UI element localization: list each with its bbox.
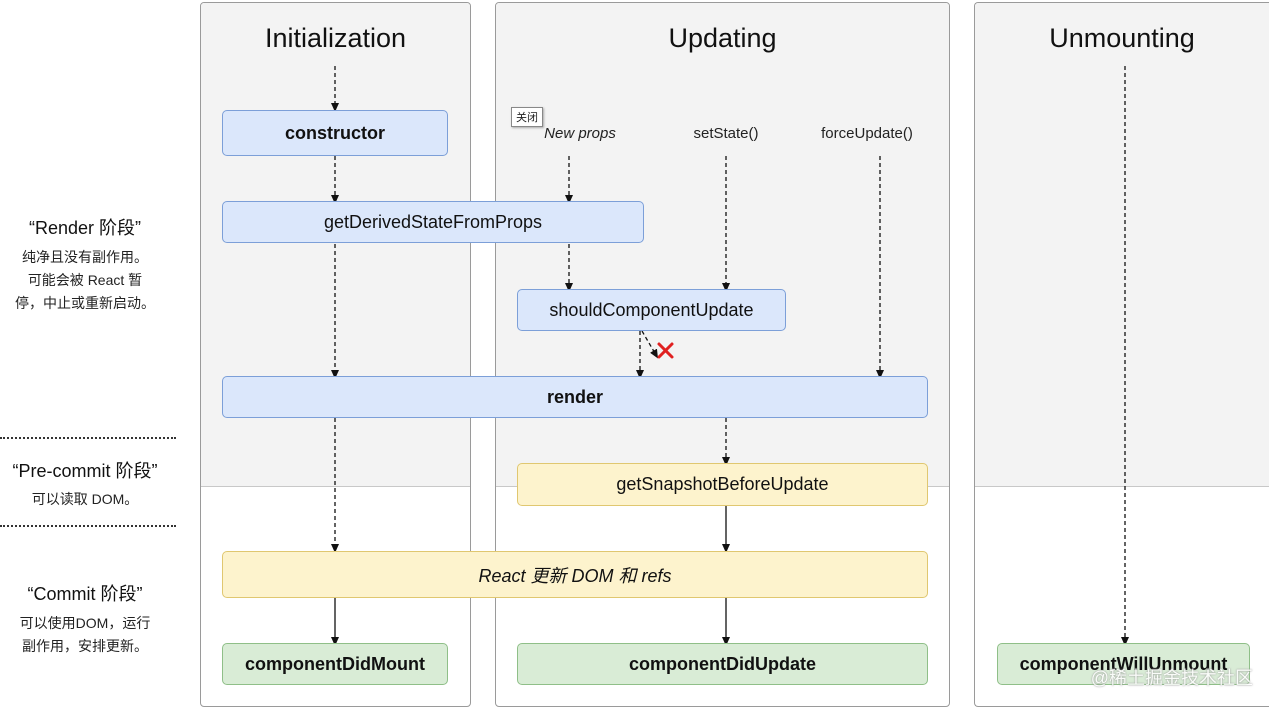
component-did-mount-node: componentDidMount [222,643,448,685]
updating-title: Updating [668,23,777,53]
setstate-label: setState() [693,125,759,142]
watermark: @稀土掘金技术社区 [1090,668,1253,688]
render-phase-desc-1: 纯净且没有副作用。 [22,249,148,265]
precommit-phase-desc-1: 可以读取 DOM。 [31,491,139,507]
get-derived-state-from-props-node: getDerivedStateFromProps [222,201,644,243]
render-phase-desc-2: 可能会被 React 暂 [27,272,143,288]
unmounting-title: Unmounting [1049,23,1195,53]
unmounting-column: Unmounting [974,2,1269,707]
render-phase-desc-3: 停，中止或重新启动。 [15,295,155,311]
precommit-phase-title: “Pre-commit 阶段” [12,461,158,481]
render-phase-shade [975,3,1269,487]
commit-phase-desc-1: 可以使用DOM，运行 [19,615,151,631]
render-phase-title: “Render 阶段” [28,218,142,238]
commit-phase-title: “Commit 阶段” [27,584,143,604]
react-update-dom-node: React 更新 DOM 和 refs [222,551,928,598]
get-snapshot-before-update-node: getSnapshotBeforeUpdate [517,463,928,506]
phase-divider [0,525,176,527]
arrow-scu-cancel [641,330,659,359]
close-tooltip[interactable]: 关闭 [511,107,543,127]
commit-phase-desc-2: 副作用，安排更新。 [22,638,148,654]
initialization-title: Initialization [264,23,407,53]
phase-divider [0,437,176,439]
should-component-update-node: shouldComponentUpdate [517,289,786,331]
render-node: render [222,376,928,418]
cancel-x-icon [657,342,674,359]
new-props-label: New props [544,125,616,142]
constructor-node: constructor [222,110,448,156]
component-will-unmount-node: componentWillUnmount [997,643,1250,685]
forceupdate-label: forceUpdate() [821,125,913,142]
component-did-update-node: componentDidUpdate [517,643,928,685]
